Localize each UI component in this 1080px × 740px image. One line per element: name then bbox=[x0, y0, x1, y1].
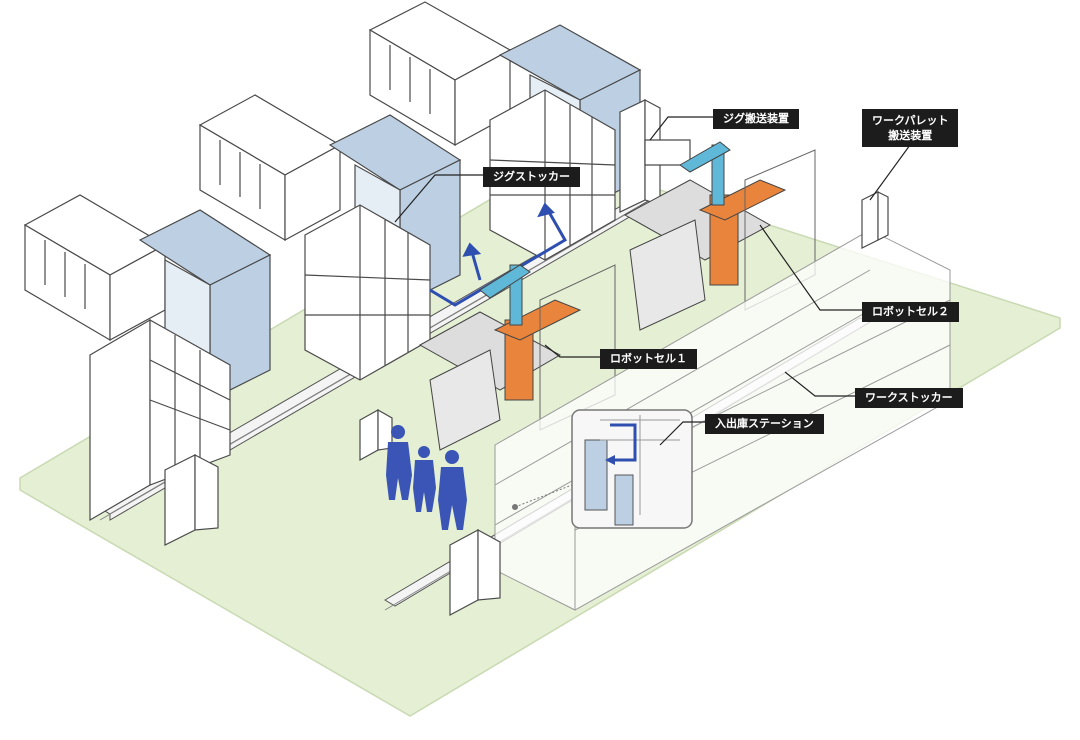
machine-tool-2 bbox=[198, 94, 462, 307]
jig-transfer-tower bbox=[619, 99, 691, 213]
label-in-out-station: 入出庫ステーション bbox=[705, 414, 824, 434]
control-cabinet-left bbox=[164, 454, 219, 546]
label-jig-transfer: ジグ搬送装置 bbox=[713, 109, 799, 129]
control-cabinet-front bbox=[449, 528, 501, 617]
operators-group bbox=[386, 425, 467, 530]
jig-stocker-rack-1 bbox=[89, 318, 231, 522]
robot-cell-1 bbox=[418, 264, 616, 451]
leader-lines bbox=[394, 116, 911, 446]
label-jig-stocker: ジグストッカー bbox=[483, 167, 580, 187]
control-cabinet-center bbox=[359, 408, 393, 462]
robot-cell-2 bbox=[623, 141, 816, 331]
label-work-pallet-transfer-line1: ワークパレット bbox=[872, 114, 949, 127]
label-work-pallet-transfer-line2: 搬送装置 bbox=[888, 129, 933, 142]
label-work-pallet-transfer: ワークパレット 搬送装置 bbox=[862, 109, 959, 147]
work-pallet-transfer-post bbox=[861, 191, 889, 249]
label-robot-cell-1: ロボットセル１ bbox=[600, 349, 697, 369]
label-work-stocker: ワークストッカー bbox=[855, 388, 963, 408]
in-out-station-inset bbox=[512, 409, 693, 529]
label-robot-cell-2: ロボットセル２ bbox=[862, 302, 959, 322]
